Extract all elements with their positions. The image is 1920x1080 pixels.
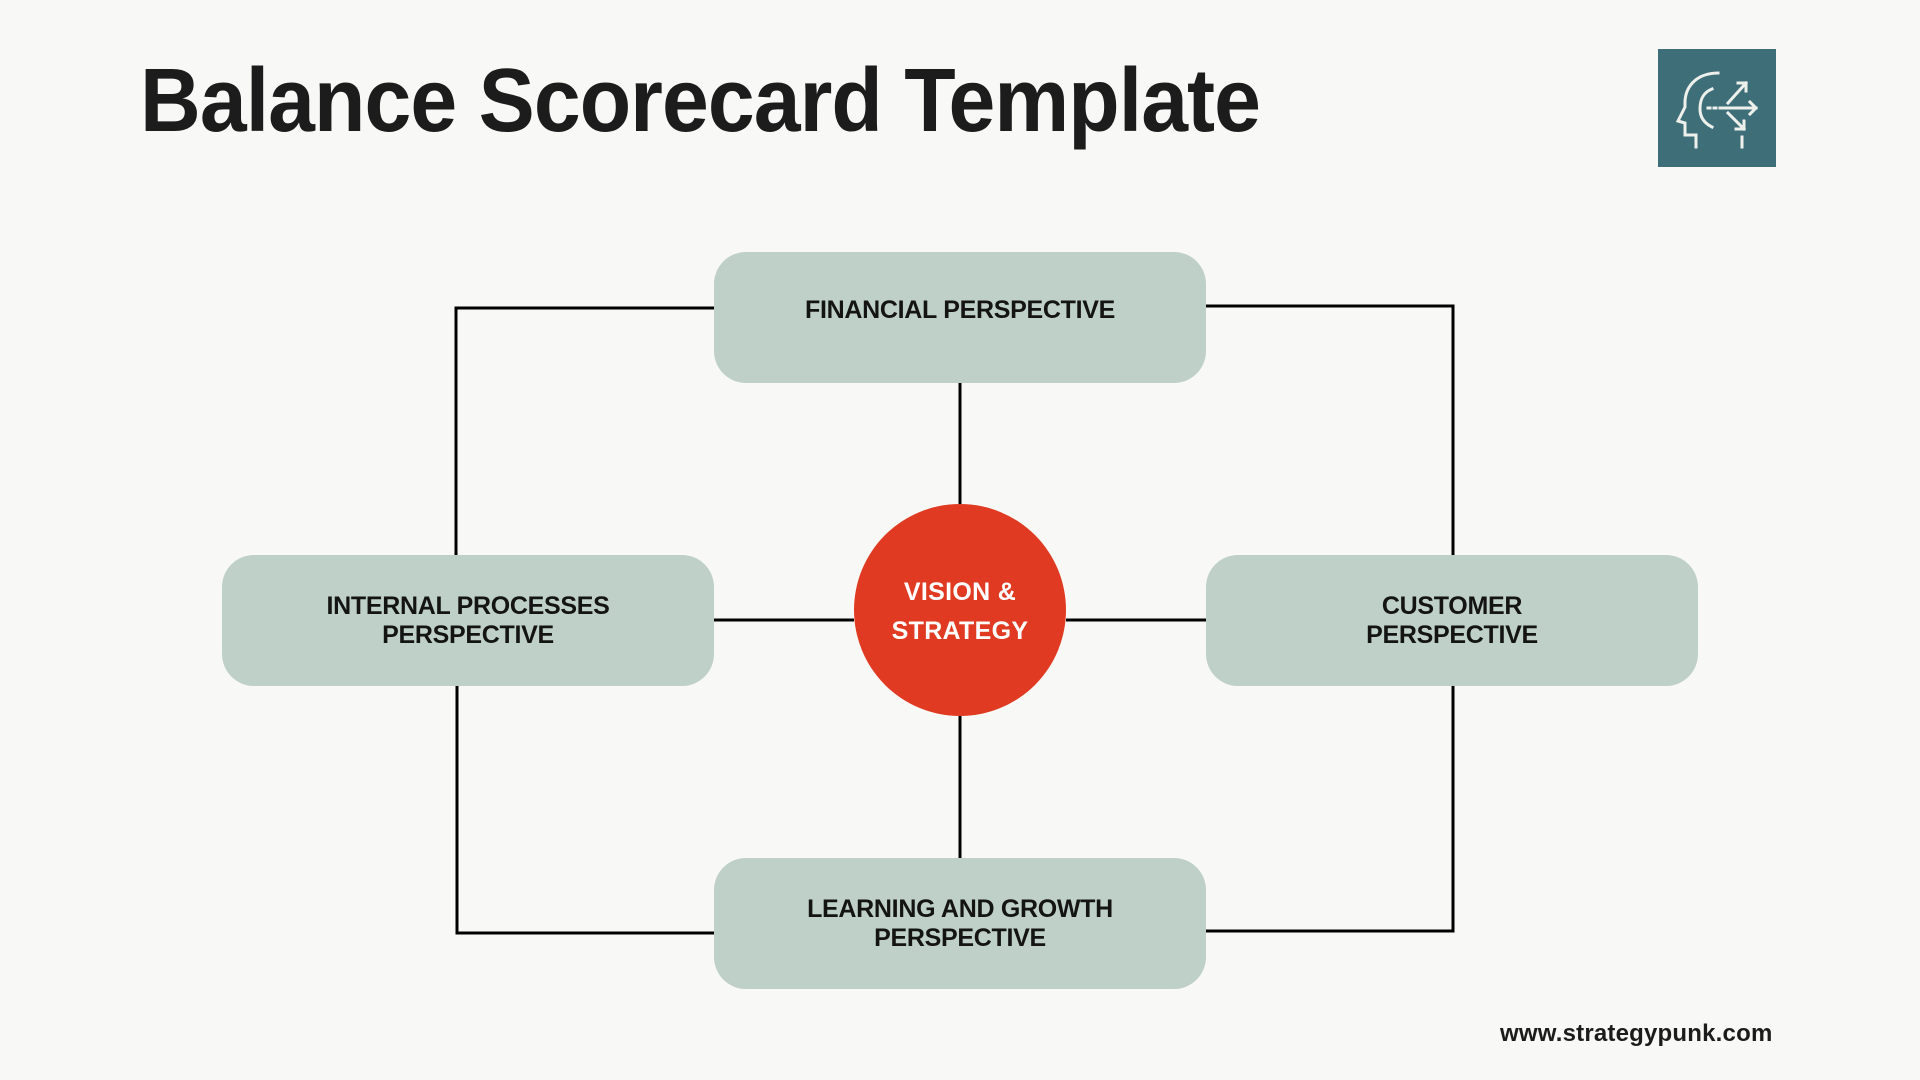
internal-processes-perspective-box: INTERNAL PROCESSES PERSPECTIVE [222,555,714,686]
customer-perspective-label: CUSTOMER PERSPECTIVE [1366,591,1538,649]
page-title: Balance Scorecard Template [140,51,1261,151]
connector-internal-learning [455,686,714,935]
learning-growth-perspective-box: LEARNING AND GROWTH PERSPECTIVE [714,858,1206,989]
financial-perspective-label: FINANCIAL PERSPECTIVE [805,296,1115,324]
connector-customer-learning [1206,686,1455,933]
connector-financial-customer [1206,304,1455,555]
customer-perspective-box: CUSTOMER PERSPECTIVE [1206,555,1698,686]
internal-processes-perspective-label: INTERNAL PROCESSES PERSPECTIVE [326,591,610,649]
head-strategy-arrows-icon [1675,71,1759,149]
footer-website-url: www.strategypunk.com [1500,1020,1773,1047]
vision-strategy-label: VISION & STRATEGY [891,578,1029,645]
financial-perspective-box: FINANCIAL PERSPECTIVE [714,252,1206,383]
learning-growth-perspective-label: LEARNING AND GROWTH PERSPECTIVE [807,894,1113,952]
connector-financial-internal [454,306,714,555]
logo [1658,49,1776,167]
vision-strategy-circle: VISION & STRATEGY [854,504,1066,716]
